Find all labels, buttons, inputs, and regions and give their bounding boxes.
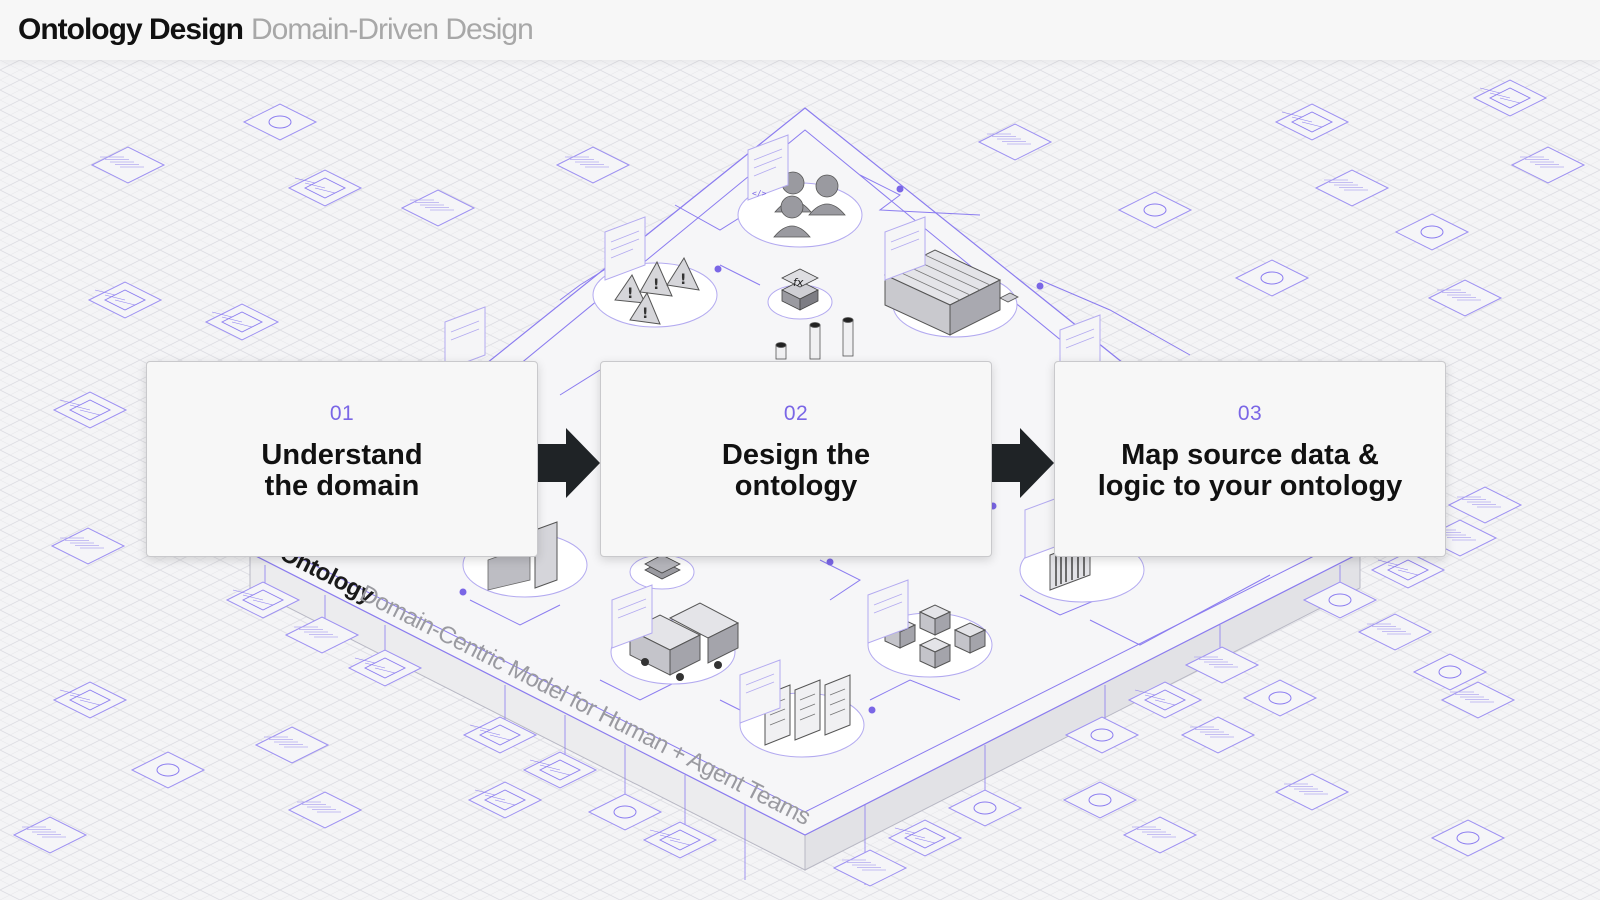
svg-text:!: ! bbox=[627, 286, 633, 302]
table-card-icon bbox=[642, 821, 718, 859]
cloud-card-icon bbox=[242, 103, 318, 141]
table-card-icon bbox=[52, 391, 128, 429]
step-title-line: ontology bbox=[734, 470, 858, 502]
database-stack-icon: fx bbox=[781, 268, 819, 311]
step-title-line: the domain bbox=[264, 470, 420, 502]
cloud-card-icon bbox=[1117, 191, 1193, 229]
table-card-icon bbox=[1370, 551, 1446, 589]
document-card-icon bbox=[1440, 681, 1516, 719]
document-card-icon bbox=[1274, 773, 1350, 811]
arrow-right-icon bbox=[992, 428, 1054, 498]
function-label: fx bbox=[793, 276, 804, 289]
document-card-icon: </> bbox=[747, 134, 789, 201]
document-card-icon bbox=[50, 527, 126, 565]
step-title-line: Design the bbox=[721, 439, 871, 471]
table-card-icon bbox=[1274, 103, 1350, 141]
header-bar: Ontology Design Domain-Driven Design bbox=[0, 0, 1600, 60]
document-card-icon bbox=[1427, 279, 1503, 317]
document-card-icon bbox=[287, 791, 363, 829]
document-card-icon bbox=[12, 816, 88, 854]
svg-text:!: ! bbox=[653, 277, 659, 293]
cloud-card-icon bbox=[130, 751, 206, 789]
step-card-map-source-data: 03 Map source data & logic to your ontol… bbox=[1054, 361, 1446, 557]
table-card-icon bbox=[462, 716, 538, 754]
document-card-icon bbox=[1122, 816, 1198, 854]
document-card-icon bbox=[400, 189, 476, 227]
step-title: Understand the domain bbox=[147, 440, 537, 502]
table-card-icon bbox=[225, 581, 301, 619]
warning-signs-icon: ! ! ! ! bbox=[614, 256, 700, 325]
cloud-card-icon bbox=[1242, 679, 1318, 717]
document-card-icon bbox=[977, 123, 1053, 161]
table-card-icon bbox=[347, 649, 423, 687]
cloud-card-icon bbox=[1302, 581, 1378, 619]
cloud-card-icon bbox=[1430, 819, 1506, 857]
document-card-icon bbox=[90, 146, 166, 184]
page-subtitle: Domain-Driven Design bbox=[251, 13, 534, 46]
page-title: Ontology Design bbox=[18, 13, 244, 46]
table-card-icon bbox=[204, 303, 280, 341]
cloud-card-icon bbox=[1394, 213, 1470, 251]
cloud-card-icon bbox=[1062, 781, 1138, 819]
people-group-icon bbox=[773, 171, 846, 238]
step-title: Map source data & logic to your ontology bbox=[1055, 440, 1445, 502]
code-label: </> bbox=[752, 189, 767, 198]
document-card-icon bbox=[832, 849, 908, 887]
svg-text:!: ! bbox=[642, 306, 648, 322]
arrow-right-icon bbox=[538, 428, 600, 498]
document-card-icon bbox=[1447, 486, 1523, 524]
document-card-icon bbox=[284, 616, 360, 654]
cloud-card-icon bbox=[1234, 259, 1310, 297]
document-card-icon bbox=[555, 146, 631, 184]
step-title-line: Map source data & bbox=[1121, 439, 1379, 471]
step-card-design-ontology: 02 Design the ontology bbox=[600, 361, 992, 557]
step-number: 01 bbox=[329, 402, 355, 425]
circuit-lines bbox=[469, 174, 1271, 721]
step-title: Design the ontology bbox=[601, 440, 991, 502]
barrels-icon bbox=[775, 317, 854, 360]
cloud-card-icon bbox=[1412, 653, 1488, 691]
layer-stack-icon bbox=[644, 554, 681, 580]
document-card-icon bbox=[1357, 613, 1433, 651]
cloud-card-icon bbox=[1064, 716, 1140, 754]
document-card-icon bbox=[254, 726, 330, 764]
table-card-icon bbox=[467, 781, 543, 819]
svg-text:!: ! bbox=[680, 272, 686, 288]
step-card-understand-domain: 01 Understand the domain bbox=[146, 361, 538, 557]
table-card-icon bbox=[1472, 79, 1548, 117]
floating-cards bbox=[12, 79, 1586, 887]
table-card-icon bbox=[87, 281, 163, 319]
cloud-card-icon bbox=[587, 793, 663, 831]
document-card-icon bbox=[1314, 169, 1390, 207]
step-number: 02 bbox=[783, 402, 809, 425]
table-card-icon bbox=[52, 681, 128, 719]
document-card-icon bbox=[1184, 646, 1260, 684]
step-number: 03 bbox=[1237, 402, 1263, 425]
table-card-icon bbox=[522, 751, 598, 789]
cloud-card-icon bbox=[947, 789, 1023, 827]
step-title-line: logic to your ontology bbox=[1097, 470, 1403, 502]
step-title-line: Understand bbox=[261, 439, 423, 471]
table-card-icon bbox=[287, 169, 363, 207]
document-card-icon bbox=[1180, 716, 1256, 754]
table-card-icon bbox=[1127, 681, 1203, 719]
table-card-icon bbox=[887, 819, 963, 857]
document-card-icon bbox=[1510, 146, 1586, 184]
